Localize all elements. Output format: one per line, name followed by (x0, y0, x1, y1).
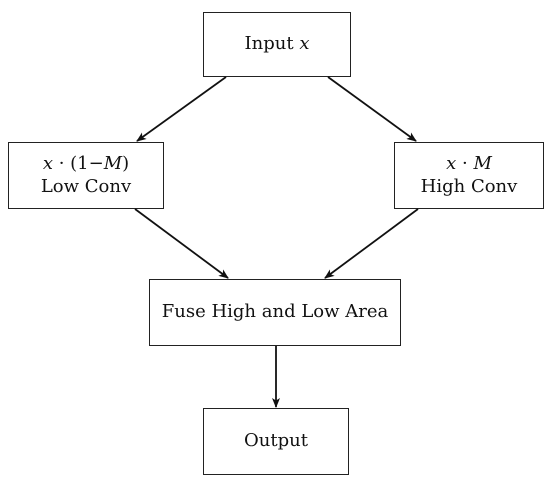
edge-input-to-high (327, 76, 417, 142)
high-conv-expr-mask: M (473, 153, 492, 174)
high-conv-label: High Conv (420, 175, 518, 197)
input-node-text: Input x (245, 33, 310, 56)
fuse-node: Fuse High and Low Area (149, 279, 401, 346)
input-node: Input x (203, 12, 351, 77)
low-conv-expr-dot: · (1− (52, 153, 104, 174)
edge-input-to-low (136, 76, 227, 142)
edge-low-to-fuse (134, 208, 229, 279)
low-conv-label: Low Conv (40, 175, 132, 197)
high-conv-expr-dot: · (456, 153, 474, 174)
low-conv-expr-mask: M (103, 153, 123, 174)
low-conv-expr-close: ) (122, 153, 130, 174)
low-conv-expr-var: x (42, 153, 53, 174)
low-conv-node: x · (1−M) Low Conv (8, 142, 164, 209)
low-conv-expression: x · (1−M) (43, 153, 129, 176)
input-node-label: Input (244, 33, 300, 55)
high-conv-expression: x · M (446, 153, 492, 176)
input-node-variable: x (299, 33, 310, 55)
output-node-label: Output (244, 430, 308, 452)
high-conv-expr-var: x (446, 153, 457, 174)
high-conv-node: x · M High Conv (394, 142, 544, 209)
fuse-node-label: Fuse High and Low Area (161, 301, 389, 323)
output-node: Output (203, 408, 349, 475)
edge-high-to-fuse (324, 208, 419, 279)
